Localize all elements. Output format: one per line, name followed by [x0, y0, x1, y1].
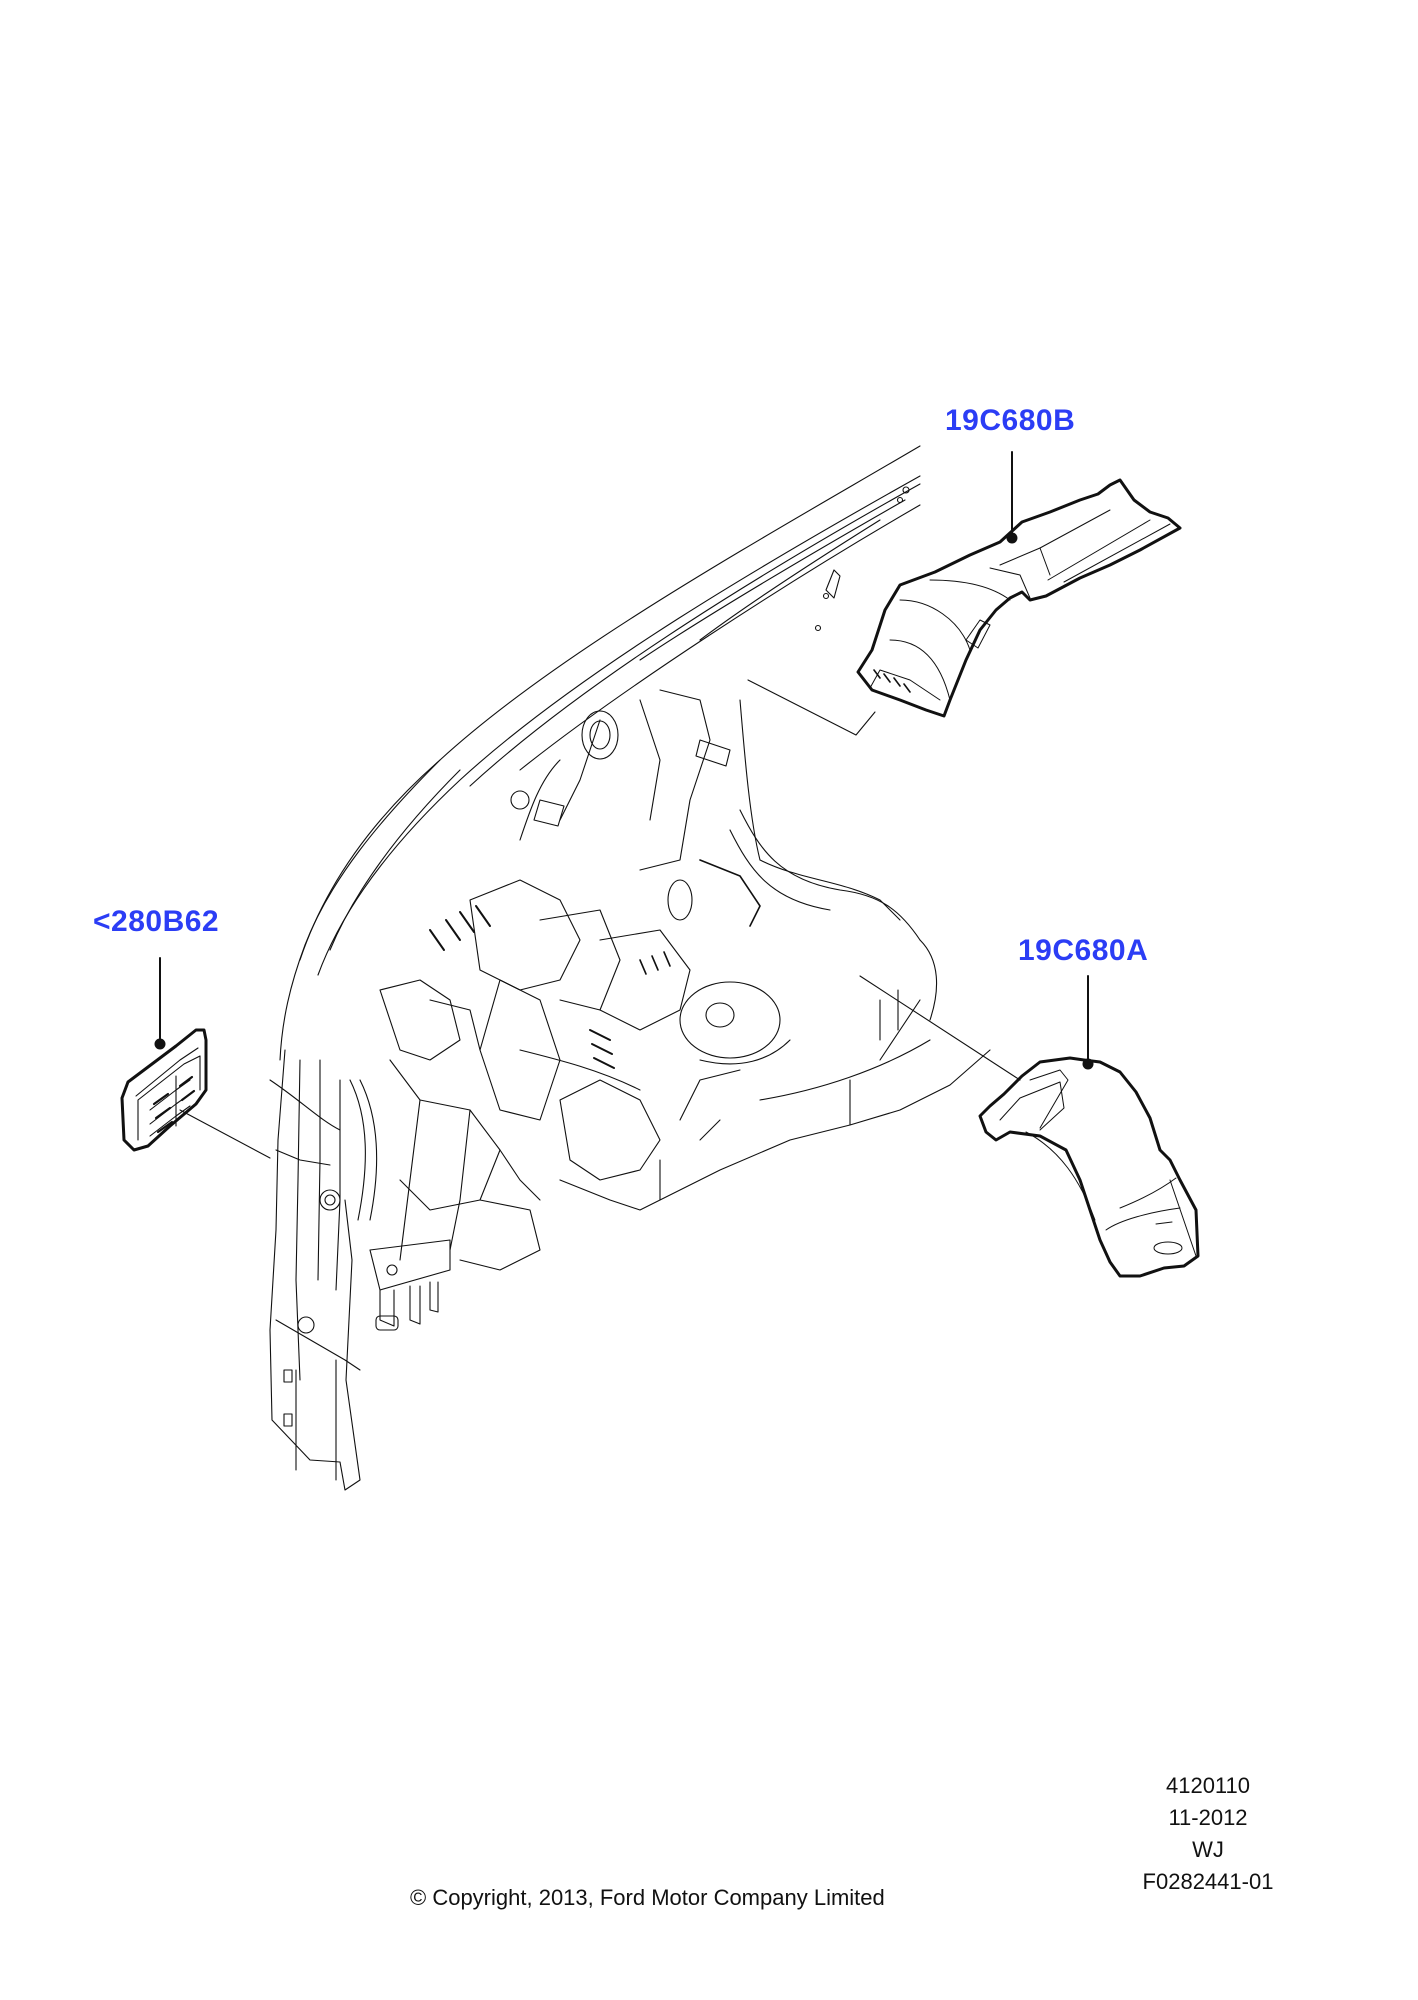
illustration-number: 4120110	[1165, 1773, 1250, 1798]
hvac-module-cluster	[349, 859, 761, 1331]
part-19C680B-duct	[856, 478, 1182, 718]
callout-19C680A[interactable]: 19C680A	[1018, 934, 1149, 967]
model-code: WJ	[1192, 1837, 1224, 1862]
callout-19C680B[interactable]: 19C680B	[945, 404, 1076, 437]
illustration-meta-block: 4120110 11-2012 WJ F0282441-01	[1118, 1770, 1298, 1898]
copyright-notice: © Copyright, 2013, Ford Motor Company Li…	[410, 1885, 885, 1910]
vehicle-body-structure	[269, 445, 991, 1491]
figure-id: F0282441-01	[1142, 1869, 1274, 1894]
part-280B62-vent-grille	[120, 1028, 208, 1152]
callout-280B62[interactable]: <280B62	[93, 905, 220, 938]
rear-floor-pan	[559, 859, 991, 1211]
illustration-date: 11-2012	[1168, 1805, 1248, 1830]
part-19C680A-duct	[978, 1056, 1200, 1278]
leader-lines	[179, 679, 1021, 1159]
callout-stems	[159, 451, 1089, 1063]
